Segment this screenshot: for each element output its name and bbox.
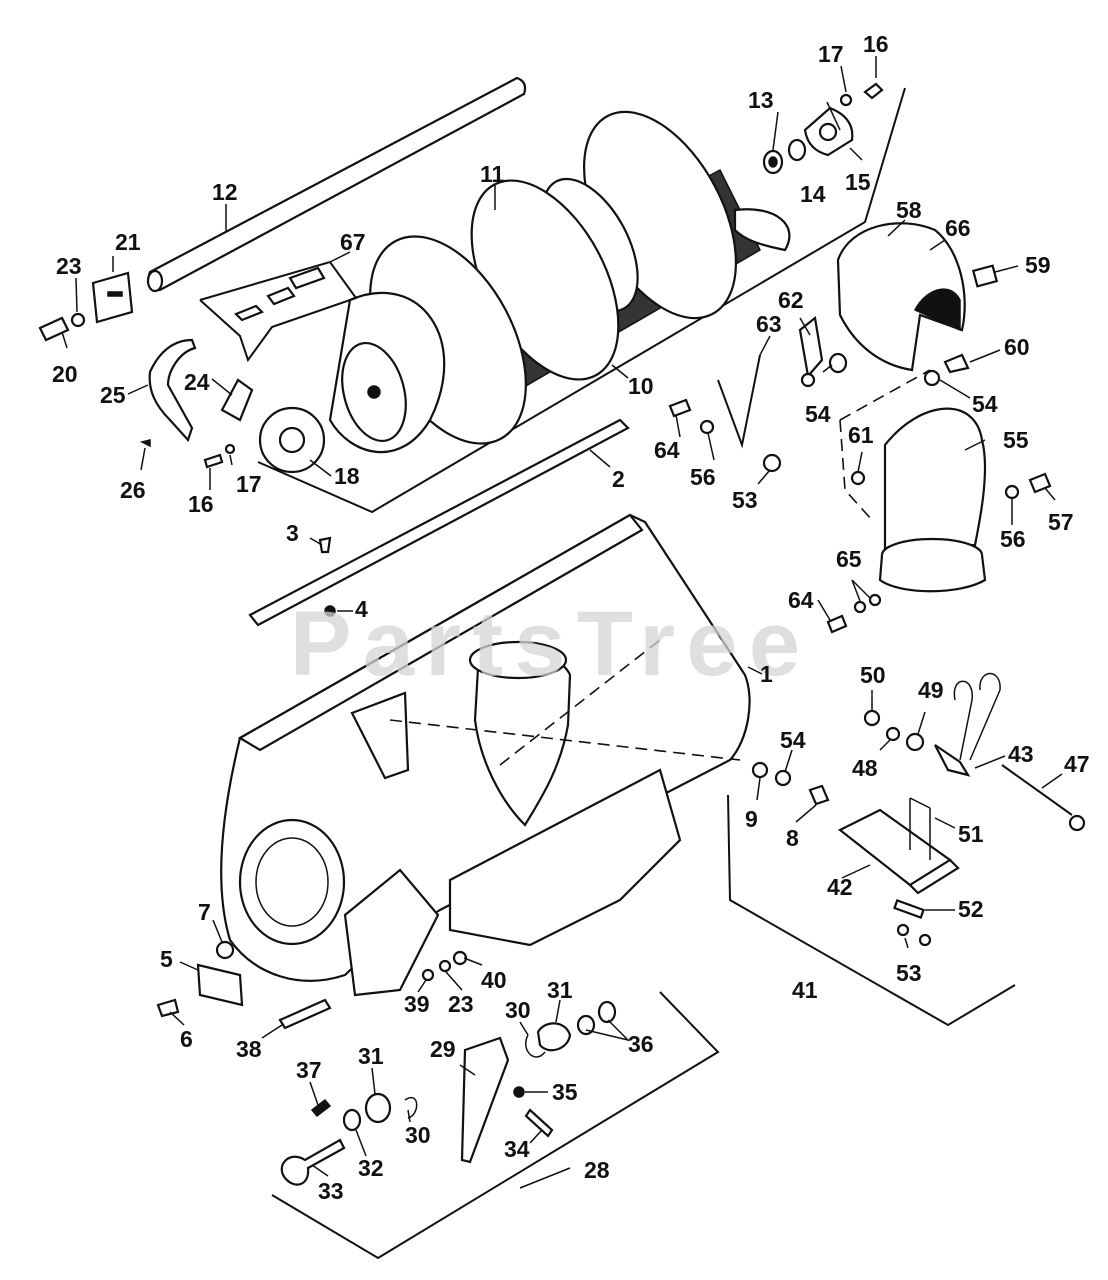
- drive-shaft-group: [280, 1000, 617, 1186]
- label-53-top: 53: [732, 487, 758, 513]
- scraper-bar: [248, 418, 630, 627]
- sprocket-assembly: [139, 338, 326, 474]
- label-17-top: 17: [818, 41, 844, 67]
- label-26: 26: [120, 477, 146, 503]
- label-35: 35: [552, 1079, 578, 1105]
- label-37: 37: [296, 1057, 322, 1083]
- auger-part: [328, 110, 791, 454]
- label-8: 8: [786, 825, 799, 851]
- label-15: 15: [845, 169, 871, 195]
- label-34: 34: [504, 1136, 530, 1162]
- label-65: 65: [836, 546, 862, 572]
- label-20: 20: [52, 361, 78, 387]
- label-47: 47: [1064, 751, 1090, 777]
- label-36: 36: [628, 1031, 654, 1057]
- label-2: 2: [612, 466, 625, 492]
- label-31-top: 31: [547, 977, 573, 1003]
- label-13: 13: [748, 87, 774, 113]
- label-3: 3: [286, 520, 299, 546]
- label-62: 62: [778, 287, 804, 313]
- watermark-text: PartsTree: [290, 593, 800, 695]
- chute-linkage: [668, 315, 931, 521]
- label-61: 61: [848, 422, 874, 448]
- label-66: 66: [945, 215, 971, 241]
- label-25: 25: [100, 382, 126, 408]
- label-23-bottom: 23: [448, 991, 474, 1017]
- left-hardware: [38, 271, 134, 342]
- label-24: 24: [184, 369, 210, 395]
- label-43: 43: [1008, 741, 1034, 767]
- label-48: 48: [852, 755, 878, 781]
- label-59: 59: [1025, 252, 1051, 278]
- label-33: 33: [318, 1178, 344, 1204]
- label-54-housing: 54: [780, 727, 806, 753]
- label-30-bottom: 30: [405, 1122, 431, 1148]
- chute-deflector: [836, 222, 999, 387]
- label-7: 7: [198, 899, 211, 925]
- label-42: 42: [827, 874, 853, 900]
- label-9: 9: [745, 806, 758, 832]
- label-18: 18: [334, 463, 360, 489]
- label-56-chute: 56: [1000, 526, 1026, 552]
- chute-part: [850, 407, 1052, 593]
- label-63: 63: [756, 311, 782, 337]
- label-38: 38: [236, 1036, 262, 1062]
- label-64-linkage: 64: [654, 437, 680, 463]
- label-31-bottom: 31: [358, 1043, 384, 1069]
- label-56-linkage: 56: [690, 464, 716, 490]
- chain-link-callout: [199, 260, 358, 363]
- label-16-top: 16: [863, 31, 889, 57]
- label-30-top: 30: [505, 997, 531, 1023]
- group-bracket-lines: [257, 87, 1016, 1260]
- shaft-part: [146, 76, 527, 293]
- part-labels: 1 2 3 4 5 6 7 8 9 10 11 12 13 14 15 16 1…: [52, 31, 1090, 1204]
- label-54-linkage: 54: [805, 401, 831, 427]
- label-29: 29: [430, 1036, 456, 1062]
- label-57: 57: [1048, 509, 1074, 535]
- label-58: 58: [896, 197, 922, 223]
- label-6: 6: [180, 1026, 193, 1052]
- label-21: 21: [115, 229, 141, 255]
- label-10: 10: [628, 373, 654, 399]
- label-28: 28: [584, 1157, 610, 1183]
- housing-right-hardware: [751, 761, 830, 806]
- label-16-left: 16: [188, 491, 214, 517]
- housing-part: [220, 513, 751, 997]
- label-55: 55: [1003, 427, 1029, 453]
- lower-left-hardware: [156, 940, 468, 1030]
- label-52: 52: [958, 896, 984, 922]
- label-11: 11: [480, 161, 505, 187]
- label-5: 5: [160, 946, 173, 972]
- label-67: 67: [340, 229, 366, 255]
- label-32: 32: [358, 1155, 384, 1181]
- label-51: 51: [958, 821, 984, 847]
- crank-bracket-group: [837, 672, 1086, 947]
- label-41: 41: [792, 977, 818, 1003]
- label-39: 39: [404, 991, 430, 1017]
- label-23-left: 23: [56, 253, 82, 279]
- label-4: 4: [355, 596, 368, 622]
- label-1: 1: [760, 661, 773, 687]
- label-14: 14: [800, 181, 826, 207]
- label-49: 49: [918, 677, 944, 703]
- label-64-chute: 64: [788, 587, 814, 613]
- chute-lower-hardware: [826, 593, 882, 634]
- label-12: 12: [212, 179, 238, 205]
- label-40: 40: [481, 967, 507, 993]
- label-60: 60: [1004, 334, 1030, 360]
- bearing-plate-top: [762, 82, 884, 175]
- label-17-left: 17: [236, 471, 262, 497]
- label-54-chute: 54: [972, 391, 998, 417]
- leader-lines: [61, 56, 1063, 1189]
- label-50: 50: [860, 662, 886, 688]
- label-53-right: 53: [896, 960, 922, 986]
